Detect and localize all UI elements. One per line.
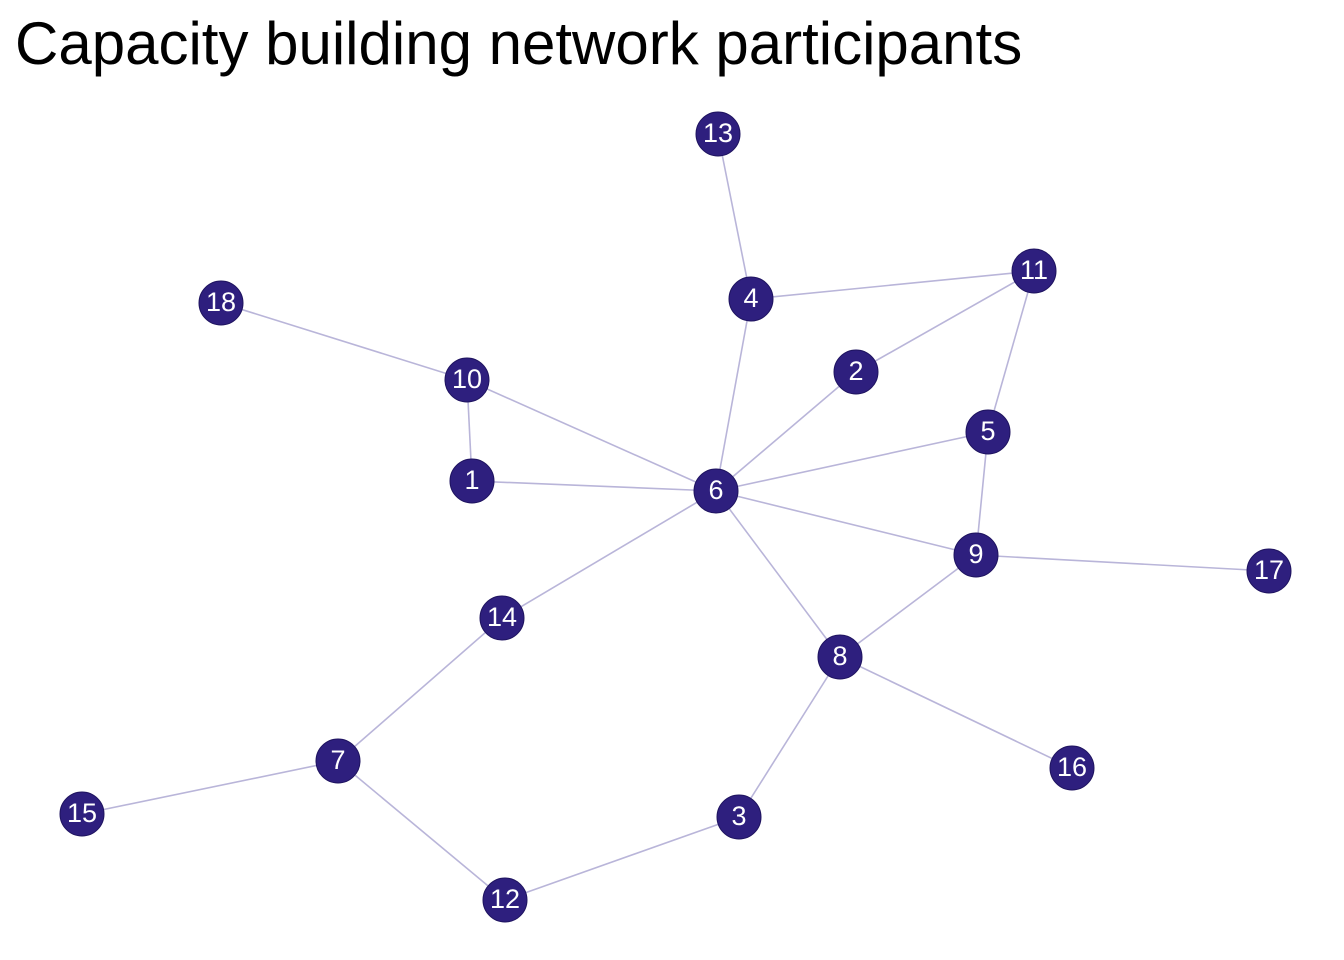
edge-9-17 [975, 554, 1270, 572]
node-9: 9 [953, 532, 999, 578]
node-label-2: 2 [848, 356, 863, 386]
node-circle-15 [59, 791, 105, 837]
node-circle-11 [1011, 248, 1057, 294]
node-5: 5 [965, 409, 1011, 455]
edge-11-5 [987, 270, 1035, 433]
node-17: 17 [1246, 548, 1292, 594]
edge-9-8 [839, 554, 977, 658]
node-circle-5 [965, 409, 1011, 455]
node-circle-6 [693, 468, 739, 514]
node-circle-14 [479, 595, 525, 641]
node-circle-10 [444, 357, 490, 403]
node-label-17: 17 [1254, 555, 1284, 585]
node-10: 10 [444, 357, 490, 403]
node-13: 13 [695, 111, 741, 157]
node-3: 3 [716, 794, 762, 840]
node-6: 6 [693, 468, 739, 514]
node-label-4: 4 [743, 283, 758, 313]
node-label-5: 5 [980, 416, 995, 446]
node-8: 8 [817, 634, 863, 680]
edge-1-6 [471, 480, 717, 492]
node-label-14: 14 [487, 602, 517, 632]
node-label-9: 9 [968, 539, 983, 569]
edge-2-6 [715, 371, 857, 492]
node-circle-2 [833, 349, 879, 395]
node-label-12: 12 [490, 884, 520, 914]
node-7: 7 [315, 738, 361, 784]
edge-7-12 [337, 760, 506, 901]
edges-layer [81, 133, 1270, 901]
node-label-15: 15 [67, 798, 97, 828]
node-circle-7 [315, 738, 361, 784]
node-11: 11 [1011, 248, 1057, 294]
node-label-18: 18 [206, 287, 236, 317]
node-18: 18 [198, 280, 244, 326]
node-12: 12 [482, 877, 528, 923]
node-label-1: 1 [464, 465, 479, 495]
edge-12-3 [504, 816, 740, 901]
node-label-13: 13 [703, 118, 733, 148]
edge-13-4 [717, 133, 752, 300]
node-circle-4 [728, 276, 774, 322]
node-circle-12 [482, 877, 528, 923]
node-circle-1 [449, 458, 495, 504]
node-label-3: 3 [731, 801, 746, 831]
edge-6-8 [715, 490, 841, 658]
node-label-6: 6 [708, 475, 723, 505]
edge-6-9 [715, 490, 977, 556]
edge-4-6 [715, 298, 752, 492]
node-15: 15 [59, 791, 105, 837]
node-label-10: 10 [452, 364, 482, 394]
node-4: 4 [728, 276, 774, 322]
node-1: 1 [449, 458, 495, 504]
node-16: 16 [1049, 745, 1095, 791]
node-label-11: 11 [1020, 255, 1048, 285]
edge-4-11 [750, 270, 1035, 300]
page-title: Capacity building network participants [15, 10, 1023, 77]
node-circle-8 [817, 634, 863, 680]
edge-11-2 [855, 270, 1035, 373]
edge-14-7 [337, 617, 503, 762]
edge-10-6 [466, 379, 717, 492]
node-label-7: 7 [330, 745, 345, 775]
node-circle-17 [1246, 548, 1292, 594]
edge-18-10 [220, 302, 468, 381]
edge-8-16 [839, 656, 1073, 769]
edge-8-3 [738, 656, 841, 818]
node-circle-9 [953, 532, 999, 578]
edge-6-14 [501, 490, 717, 619]
node-circle-18 [198, 280, 244, 326]
node-label-8: 8 [832, 641, 847, 671]
edge-7-15 [81, 760, 339, 815]
node-circle-13 [695, 111, 741, 157]
node-circle-16 [1049, 745, 1095, 791]
node-label-16: 16 [1057, 752, 1087, 782]
node-2: 2 [833, 349, 879, 395]
node-circle-3 [716, 794, 762, 840]
node-14: 14 [479, 595, 525, 641]
edge-5-6 [715, 431, 989, 492]
